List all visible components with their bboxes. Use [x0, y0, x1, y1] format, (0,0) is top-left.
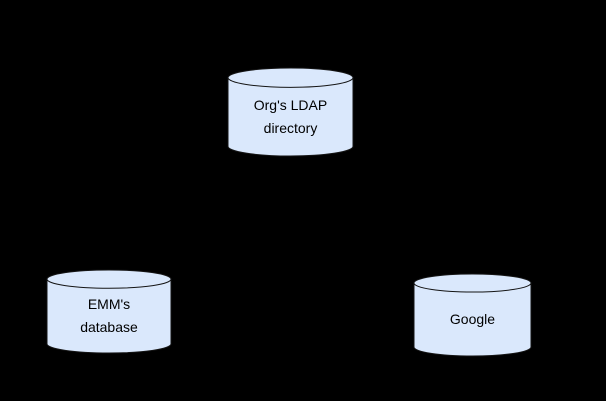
cylinder-top-ellipse [228, 68, 353, 87]
cylinder-body [414, 283, 531, 356]
cylinder-body [47, 279, 171, 353]
cylinder-top-ellipse [47, 270, 171, 288]
cylinder-shape-icon [47, 270, 171, 353]
cylinder-top-ellipse [414, 274, 531, 292]
emm-database-cylinder[interactable]: EMM's database [47, 270, 171, 353]
cylinder-shape-icon [414, 274, 531, 356]
cylinder-shape-icon [228, 68, 353, 156]
cylinder-body [228, 78, 353, 156]
ldap-directory-cylinder[interactable]: Org's LDAP directory [228, 68, 353, 156]
google-cylinder[interactable]: Google [414, 274, 531, 356]
